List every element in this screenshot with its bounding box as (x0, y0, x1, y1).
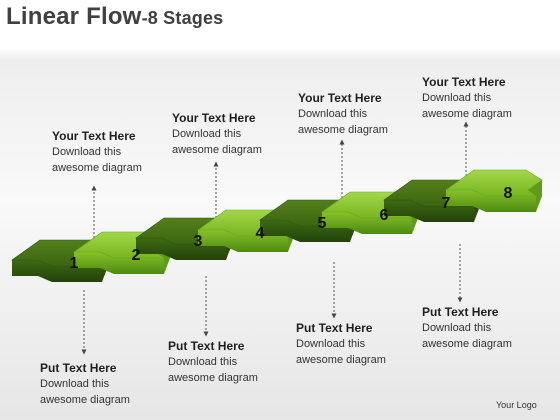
callout-body: Download this awesome diagram (168, 356, 258, 384)
stage-number-1: 1 (70, 255, 79, 272)
callout-heading: Put Text Here (40, 361, 117, 375)
stage-number-8: 8 (504, 185, 513, 202)
stage-arrow-8 (445, 169, 543, 212)
callout-body: Download this awesome diagram (422, 92, 512, 120)
stage-number-7: 7 (442, 195, 451, 212)
callout-body: Download this awesome diagram (40, 378, 130, 406)
stage-arrow-front-face (74, 252, 164, 274)
title-main: Linear Flow (6, 3, 142, 30)
callout-body: Download this awesome diagram (422, 322, 512, 350)
callout-body: Download this awesome diagram (172, 128, 262, 156)
stage-number-6: 6 (380, 207, 389, 224)
connector-lines (81, 121, 469, 355)
callout-heading: Put Text Here (168, 339, 245, 353)
stage-number-2: 2 (132, 247, 141, 264)
stage-number-3: 3 (194, 233, 203, 250)
callout-heading: Your Text Here (422, 75, 506, 89)
stage-arrow-top-face (445, 169, 543, 197)
stage-arrows (11, 169, 543, 282)
callout-body: Download this awesome diagram (52, 146, 142, 174)
stage-arrow-front-face (198, 230, 288, 252)
callout-heading: Put Text Here (296, 321, 373, 335)
logo-placeholder: Your Logo (496, 400, 537, 410)
page-title: Linear Flow-8 Stages (6, 3, 223, 31)
stage-arrow-front-face (322, 212, 412, 234)
stage-number-5: 5 (318, 215, 327, 232)
stage-number-4: 4 (256, 225, 265, 242)
callout-body: Download this awesome diagram (296, 338, 386, 366)
title-subtitle: -8 Stages (141, 8, 224, 28)
stage-arrow-side-face (528, 180, 542, 212)
stage-arrow-front-face (260, 220, 350, 242)
callout-heading: Your Text Here (172, 111, 256, 125)
callout-body: Download this awesome diagram (298, 108, 388, 136)
callout-heading: Your Text Here (298, 91, 382, 105)
stage-arrow-front-face (12, 260, 102, 282)
stage-arrow-front-face (384, 200, 474, 222)
title-band (0, 0, 560, 48)
stage-numbers: 1 2 3 4 5 6 7 8 (70, 185, 513, 272)
callout-heading: Your Text Here (52, 129, 136, 143)
stage-arrow-front-face (446, 190, 536, 212)
stage-arrow-front-face (136, 238, 226, 260)
callout-heading: Put Text Here (422, 305, 499, 319)
